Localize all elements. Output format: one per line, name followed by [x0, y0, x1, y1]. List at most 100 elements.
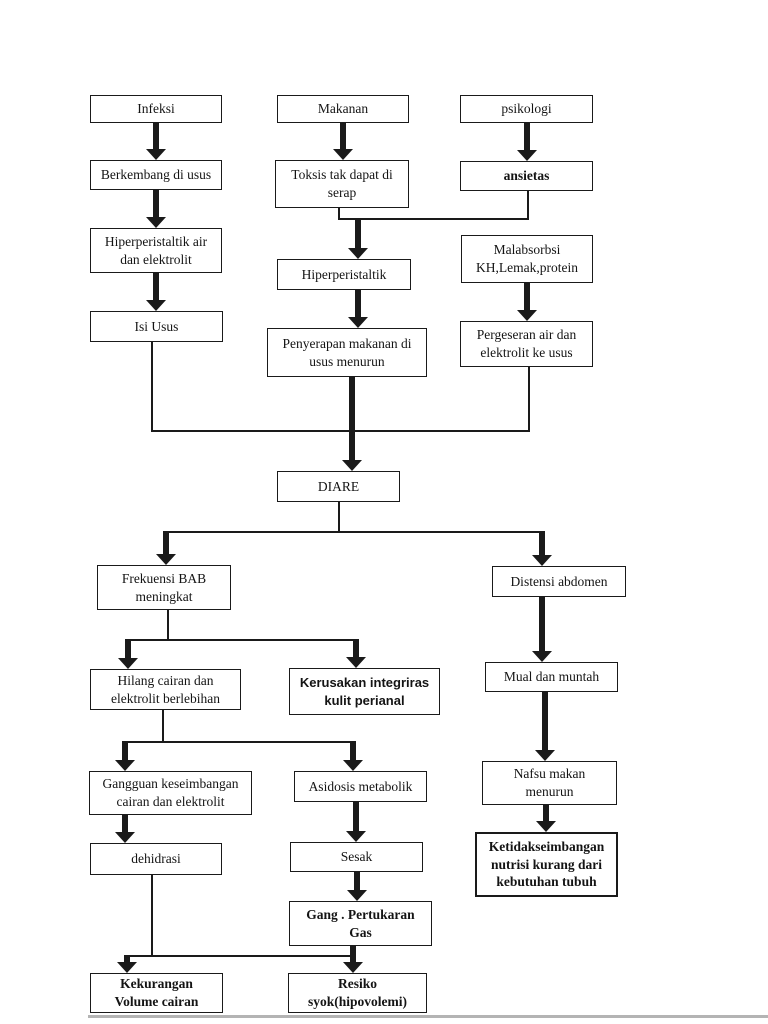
node-asidosis: Asidosis metabolik: [294, 771, 427, 802]
arrow-shaft: [350, 741, 356, 762]
node-frekuensi: Frekuensi BAB meningkat: [97, 565, 231, 610]
node-sesak: Sesak: [290, 842, 423, 872]
node-distensi: Distensi abdomen: [492, 566, 626, 597]
node-label: Gang . Pertukaran Gas: [306, 906, 415, 940]
node-label: Makanan: [317, 101, 369, 117]
node-label: Hiperperistaltik: [301, 266, 387, 282]
arrow-shaft: [524, 123, 530, 152]
node-label: ansietas: [503, 168, 550, 184]
arrow-head-icon: [346, 831, 366, 842]
arrow-head-icon: [343, 962, 363, 973]
node-penyerapan: Penyerapan makanan di usus menurun: [267, 328, 427, 377]
flow-arrow: [343, 946, 363, 973]
arrow-head-icon: [156, 554, 176, 565]
flow-arrow: [347, 872, 367, 901]
node-gangguan: Gangguan keseimbangan cairan dan elektro…: [89, 771, 252, 815]
node-label: Toksis tak dapat di serap: [291, 167, 393, 200]
connector-line: [125, 741, 354, 743]
node-label: Berkembang di usus: [100, 167, 212, 183]
arrow-head-icon: [532, 651, 552, 662]
node-label: Hiperperistaltik air dan elektrolit: [104, 233, 208, 267]
node-label: Gangguan keseimbangan cairan dan elektro…: [102, 776, 239, 809]
node-label: Penyerapan makanan di usus menurun: [282, 335, 412, 369]
arrow-head-icon: [117, 962, 137, 973]
node-malabsorbsi: Malabsorbsi KH,Lemak,protein: [461, 235, 593, 283]
node-label: Hilang cairan dan elektrolit berlebihan: [110, 672, 221, 706]
arrow-head-icon: [146, 149, 166, 160]
arrow-shaft: [153, 123, 159, 151]
connector-line: [128, 639, 357, 641]
node-label: Distensi abdomen: [510, 573, 608, 589]
node-label: Mual dan muntah: [503, 669, 600, 685]
node-label: Kekurangan Volume cairan: [114, 976, 199, 1009]
node-label: Asidosis metabolik: [308, 778, 413, 794]
node-label: Infeksi: [137, 101, 175, 117]
node-ansietas: ansietas: [460, 161, 593, 191]
connector-line: [151, 430, 529, 432]
node-label: Isi Usus: [134, 318, 179, 334]
node-makanan: Makanan: [277, 95, 409, 123]
flow-arrow: [156, 531, 176, 565]
arrow-head-icon: [343, 760, 363, 771]
node-hilang: Hilang cairan dan elektrolit berlebihan: [90, 669, 241, 710]
flow-arrow: [346, 802, 366, 842]
flow-arrow: [342, 377, 362, 471]
flow-arrow: [118, 639, 138, 669]
flow-arrow: [115, 741, 135, 771]
flow-arrow: [117, 955, 137, 973]
flow-arrow: [333, 123, 353, 160]
connector-line: [167, 610, 169, 640]
arrow-head-icon: [517, 150, 537, 161]
flow-arrow: [517, 283, 537, 321]
arrow-shaft: [124, 955, 130, 964]
arrow-head-icon: [536, 821, 556, 832]
node-hiper_air: Hiperperistaltik air dan elektrolit: [90, 228, 222, 273]
arrow-head-icon: [348, 317, 368, 328]
node-kerusakan: Kerusakan integriras kulit perianal: [289, 668, 440, 715]
arrow-shaft: [354, 872, 360, 892]
node-diare: DIARE: [277, 471, 400, 502]
node-label: Sesak: [340, 849, 373, 865]
flow-arrow: [532, 597, 552, 662]
arrow-shaft: [542, 692, 548, 752]
page-edge: [88, 1015, 768, 1018]
arrow-shaft: [122, 815, 128, 834]
arrow-head-icon: [115, 760, 135, 771]
arrow-head-icon: [346, 657, 366, 668]
node-label: psikologi: [501, 101, 552, 117]
flow-arrow: [146, 190, 166, 228]
arrow-shaft: [539, 531, 545, 557]
node-mual: Mual dan muntah: [485, 662, 618, 692]
arrow-head-icon: [517, 310, 537, 321]
connector-line: [528, 367, 530, 432]
arrow-shaft: [539, 597, 545, 653]
arrow-head-icon: [347, 890, 367, 901]
flow-arrow: [346, 639, 366, 668]
connector-line: [151, 875, 153, 956]
arrow-shaft: [524, 283, 530, 312]
connector-line: [338, 502, 340, 532]
node-hiperperistaltik: Hiperperistaltik: [277, 259, 411, 290]
connector-line: [527, 191, 529, 220]
node-label: dehidrasi: [131, 851, 181, 867]
flow-arrow: [536, 805, 556, 832]
node-label: Nafsu makan menurun: [513, 766, 586, 799]
arrow-shaft: [355, 219, 361, 250]
connector-line: [162, 710, 164, 742]
node-label: Ketidakseimbangan nutrisi kurang dari ke…: [488, 838, 605, 890]
node-nafsu: Nafsu makan menurun: [482, 761, 617, 805]
node-ketidakseimbangan: Ketidakseimbangan nutrisi kurang dari ke…: [475, 832, 618, 897]
node-dehidrasi: dehidrasi: [90, 843, 222, 875]
arrow-shaft: [543, 805, 549, 823]
arrow-shaft: [350, 946, 356, 964]
flow-arrow: [146, 123, 166, 160]
arrow-head-icon: [146, 300, 166, 311]
node-label: Frekuensi BAB meningkat: [121, 570, 207, 604]
node-label: DIARE: [317, 478, 360, 494]
arrow-shaft: [153, 273, 159, 302]
node-label: Kerusakan integriras kulit perianal: [299, 675, 430, 708]
node-toksis: Toksis tak dapat di serap: [275, 160, 409, 208]
connector-line: [338, 207, 340, 220]
connector-line: [151, 342, 153, 432]
